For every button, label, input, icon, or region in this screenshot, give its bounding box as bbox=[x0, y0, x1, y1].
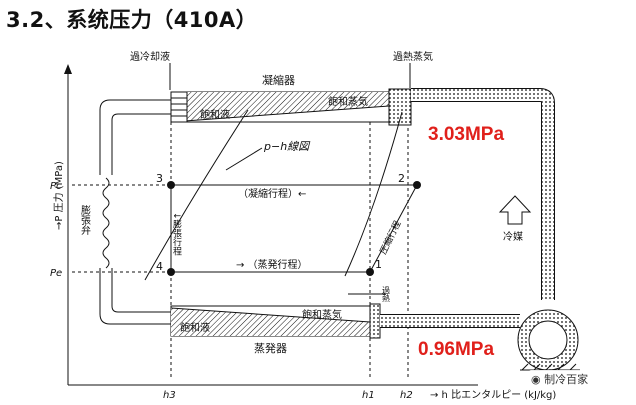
point-2-label: 2 bbox=[398, 172, 405, 185]
slide-title: 3.2、系统压力（410A） bbox=[6, 8, 258, 32]
refrigerant-label: 冷媒 bbox=[503, 230, 523, 243]
point-3-label: 3 bbox=[156, 172, 163, 185]
saturated-vapor-curve bbox=[344, 111, 403, 277]
evaporating-process-label: → （蒸発行程） bbox=[236, 258, 308, 271]
watermark-text: 制冷百家 bbox=[544, 373, 589, 386]
x-axis-label: → h 比エンタルピー (kJ/kg) bbox=[430, 389, 556, 401]
compressor bbox=[517, 309, 580, 371]
liquid-line bbox=[99, 99, 171, 325]
compression-process-label: 圧縮行程 bbox=[377, 219, 404, 257]
saturated-liquid-curve bbox=[144, 109, 249, 281]
discharge-line bbox=[411, 88, 555, 300]
low-pressure-value: 0.96MPa bbox=[418, 339, 495, 360]
h1-tick-label: h1 bbox=[362, 390, 375, 401]
watermark: ◉ 制冷百家 bbox=[528, 370, 592, 388]
condenser-sat-liquid-label: 飽和液 bbox=[200, 108, 230, 121]
evaporator-sat-vapor-label: 飽和蒸気 bbox=[302, 308, 342, 321]
condenser bbox=[170, 88, 412, 126]
ph-pointer bbox=[225, 147, 263, 171]
pe-tick-label: Pe bbox=[50, 268, 62, 279]
evaporator bbox=[170, 303, 381, 339]
pc-tick-label: Pc bbox=[50, 181, 62, 192]
ph-diagram-label: p−h線図 bbox=[263, 140, 311, 153]
throttling-process-label: ↓膨張行程 bbox=[171, 212, 182, 256]
superheated-vapor-label: 過熱蒸気 bbox=[393, 50, 433, 63]
expansion-valve-label: 膨張弁 bbox=[79, 204, 91, 236]
evaporator-label: 蒸発器 bbox=[254, 341, 287, 355]
y-axis bbox=[64, 64, 72, 385]
watermark-logo-icon: ◉ bbox=[531, 373, 541, 386]
refrigerant-up-arrow-icon bbox=[498, 195, 532, 225]
y-axis-label: →P 圧力 (MPa) bbox=[52, 161, 65, 230]
condensing-process-label: （凝縮行程）← bbox=[238, 187, 306, 200]
subcooled-liquid-label: 過冷却液 bbox=[130, 50, 170, 63]
condenser-sat-vapor-label: 飽和蒸気 bbox=[328, 95, 368, 108]
h3-tick-label: h3 bbox=[163, 390, 176, 401]
state-points bbox=[167, 181, 421, 276]
expansion-valve-coil bbox=[102, 177, 110, 269]
point-4-label: 4 bbox=[156, 260, 163, 273]
evaporator-sat-liquid-label: 飽和液 bbox=[180, 321, 210, 334]
high-pressure-value: 3.03MPa bbox=[428, 124, 505, 145]
condenser-label: 凝縮器 bbox=[262, 73, 295, 87]
point-1-label: 1 bbox=[375, 258, 382, 271]
h2-tick-label: h2 bbox=[400, 390, 413, 401]
compression-line bbox=[369, 184, 418, 273]
